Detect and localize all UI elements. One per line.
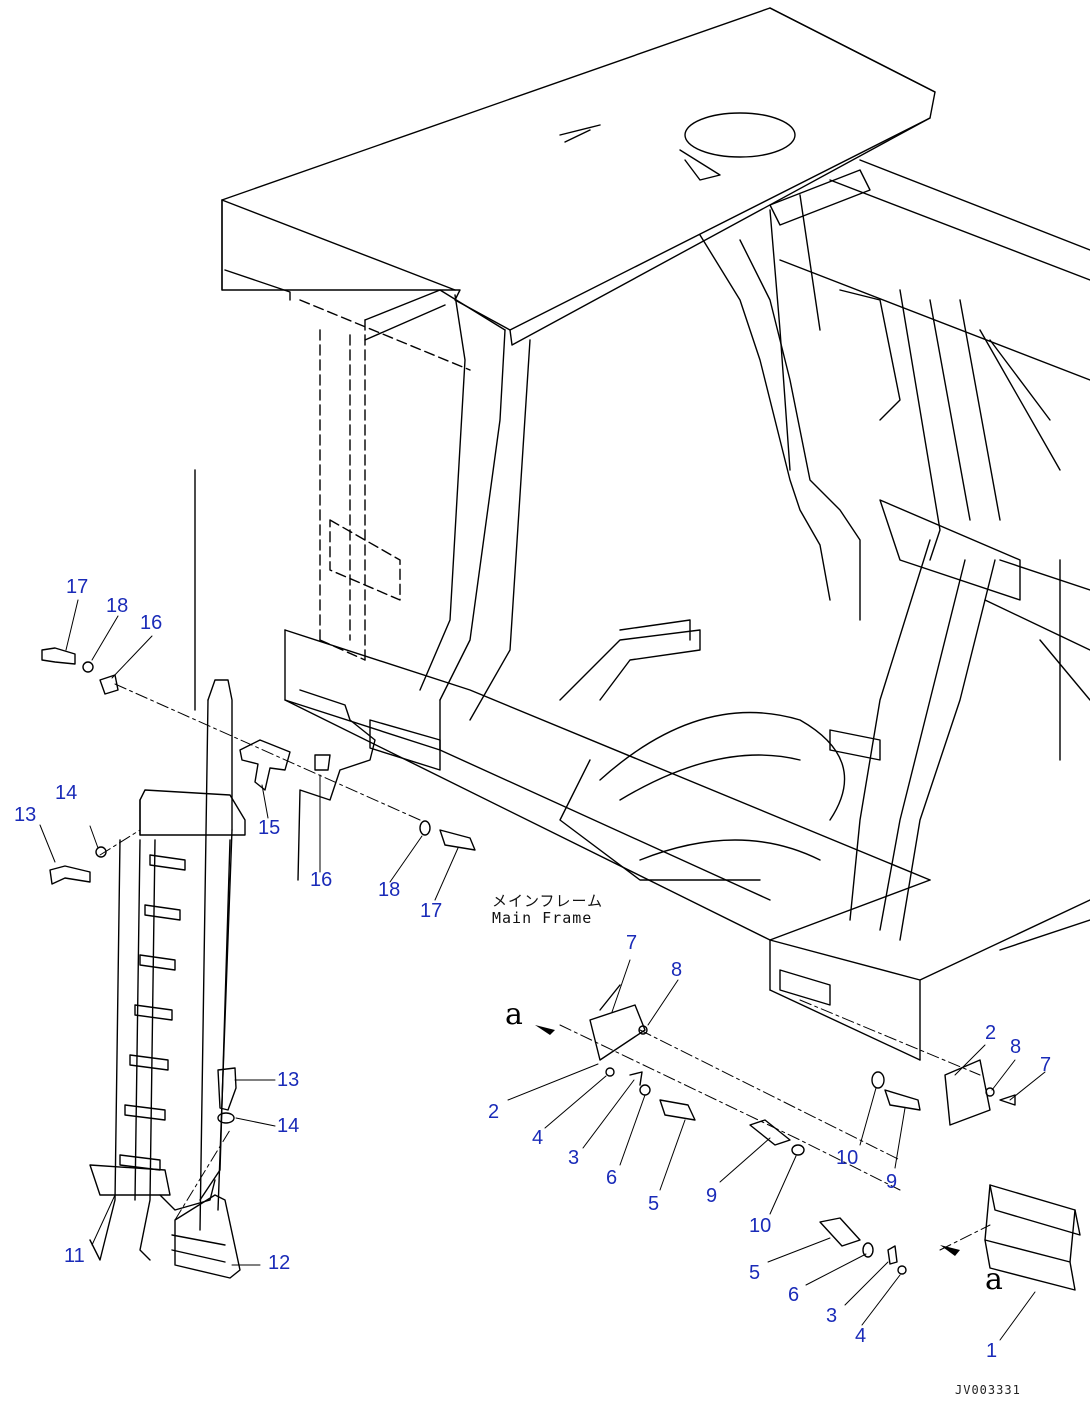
- callout-4: 4: [532, 1127, 544, 1149]
- left-frame-post: [299, 299, 471, 661]
- callout-10: 10: [749, 1215, 772, 1237]
- callout-4: 4: [855, 1325, 867, 1347]
- ladder-assembly: [89, 469, 246, 1261]
- callout-18: 18: [378, 879, 401, 901]
- callout-2: 2: [488, 1101, 500, 1123]
- callout-8: 8: [1010, 1036, 1022, 1058]
- callout-14: 14: [55, 782, 78, 804]
- view-reference-left: a: [505, 997, 523, 1032]
- callout-11: 11: [64, 1245, 85, 1267]
- callout-13: 13: [14, 804, 37, 826]
- callout-14: 14: [277, 1115, 300, 1137]
- callout-2: 2: [985, 1022, 997, 1044]
- callout-17: 17: [420, 900, 443, 922]
- callout-7: 7: [1040, 1054, 1052, 1076]
- callout-18: 18: [106, 595, 129, 617]
- callout-9: 9: [886, 1171, 898, 1193]
- callout-10: 10: [836, 1147, 859, 1169]
- hardware-parts: [41, 647, 1081, 1291]
- view-reference-right: a: [985, 1262, 1003, 1297]
- callout-7: 7: [626, 932, 638, 954]
- view-arrows: [535, 1025, 960, 1256]
- callout-17: 17: [66, 576, 89, 598]
- callout-6: 6: [606, 1167, 618, 1189]
- callout-13: 13: [277, 1069, 300, 1091]
- callout-leaders: [39, 599, 1046, 1341]
- callout-6: 6: [788, 1284, 800, 1306]
- main-frame-top-deck: [221, 7, 936, 346]
- main-frame-label: メインフレーム Main Frame: [492, 892, 604, 928]
- callout-12: 12: [268, 1252, 291, 1274]
- callout-5: 5: [648, 1193, 660, 1215]
- main-frame-lower-rails: [284, 619, 1090, 1061]
- rear-frame-structure: [699, 159, 1090, 941]
- callout-5: 5: [749, 1262, 761, 1284]
- drawing-code: JV003331: [955, 1383, 1021, 1397]
- main-frame-label-ja: メインフレーム: [492, 892, 604, 910]
- callout-3: 3: [568, 1147, 580, 1169]
- leader-lines: [99, 683, 991, 1251]
- left-frame-column: [364, 289, 531, 721]
- main-frame-label-en: Main Frame: [492, 909, 593, 928]
- callout-1: 1: [986, 1340, 998, 1362]
- callout-8: 8: [671, 959, 683, 981]
- callout-16: 16: [140, 612, 163, 634]
- callout-16: 16: [310, 869, 333, 891]
- callout-3: 3: [826, 1305, 838, 1327]
- callout-15: 15: [258, 817, 281, 839]
- ladder-bracket: [171, 1194, 241, 1279]
- callout-9: 9: [706, 1185, 718, 1207]
